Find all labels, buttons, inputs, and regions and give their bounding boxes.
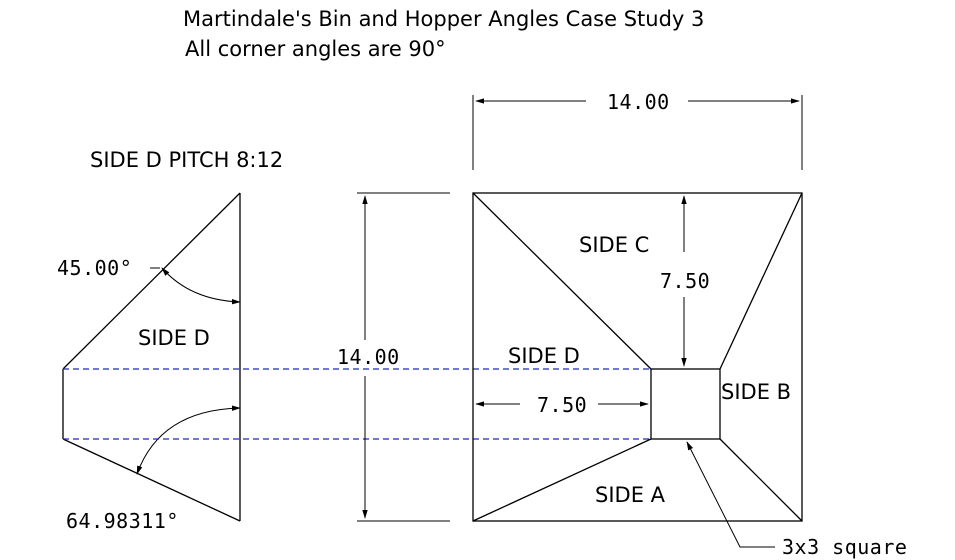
hopper-outlet-square [650, 368, 721, 440]
outlet-note-leader [686, 441, 775, 548]
corner-line-top-right [719, 192, 803, 370]
bottom-angle-arc [136, 405, 241, 475]
side-d-label: SIDE D [508, 344, 580, 368]
corner-line-bottom-left [472, 438, 652, 522]
side-b-label: SIDE B [721, 380, 791, 404]
top-width-value: 14.00 [607, 90, 670, 114]
side-view-lower-slope [62, 438, 241, 522]
title-line-1: Martindale's Bin and Hopper Angles Case … [183, 7, 704, 31]
side-d-depth-value: 7.50 [537, 393, 587, 417]
top-angle-arc [161, 267, 241, 305]
side-view-upper-slope [62, 192, 241, 370]
overall-height-value: 14.00 [337, 345, 400, 369]
plan-view: SIDE C SIDE D SIDE B SIDE A 7.50 7.50 3x… [472, 192, 907, 559]
side-a-label: SIDE A [595, 483, 666, 507]
overall-height-dimension: 14.00 [337, 192, 450, 522]
hopper-outer-square [472, 192, 803, 522]
side-c-label: SIDE C [579, 233, 649, 257]
side-c-depth-value: 7.50 [660, 269, 710, 293]
corner-line-top-left [472, 192, 652, 370]
top-width-dimension: 14.00 [472, 90, 803, 170]
bottom-angle-label: 64.98311° [66, 509, 179, 533]
top-angle-label: 45.00° [57, 256, 132, 280]
title-line-2: All corner angles are 90° [185, 37, 446, 61]
side-view-face-label: SIDE D [138, 326, 210, 350]
corner-line-bottom-right [719, 438, 803, 522]
outlet-note: 3x3 square [782, 535, 907, 559]
side-view: SIDE D PITCH 8:12 SIDE D 45.00° 64.98311… [57, 148, 283, 533]
side-d-pitch-label: SIDE D PITCH 8:12 [90, 148, 283, 172]
